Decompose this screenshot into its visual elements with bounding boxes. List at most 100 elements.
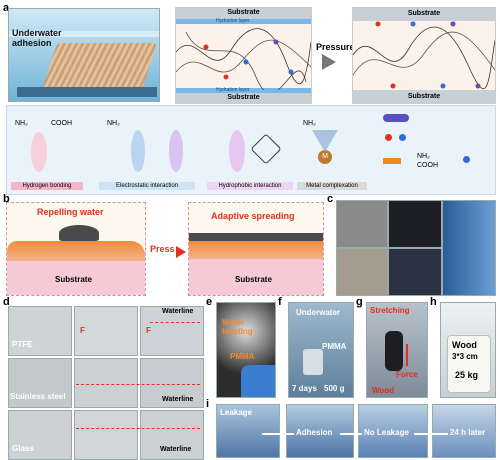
substrate-slab (17, 87, 157, 97)
leaf-photo-dark (388, 200, 442, 248)
steel-photo-2 (74, 358, 138, 408)
stretching-photo (366, 302, 428, 398)
step-arrow-2 (340, 433, 362, 435)
substrate-label-after-bottom: Substrate (407, 93, 441, 100)
repelling-water-label: Repelling water (37, 207, 104, 217)
size-label-h: 3*3 cm (452, 352, 478, 361)
days-label: 7 days (292, 384, 317, 393)
leaf-photo-gray-2 (336, 248, 388, 296)
h-bond-ellipse (31, 132, 47, 172)
panel-b-before: Repelling water Substrate (6, 202, 146, 296)
ptfe-photo-3 (140, 306, 204, 356)
water-molecule-icon (463, 156, 470, 163)
orange-layer (7, 241, 145, 261)
pressure-arrow (322, 54, 336, 70)
top-substrate-after (353, 8, 495, 21)
row-label-ptfe: PTFE (12, 340, 33, 349)
panel-label-d: d (3, 296, 10, 308)
underwater-hanging-photo (288, 302, 354, 398)
wood-label-h: Wood (452, 340, 477, 350)
leakage-photo-1 (216, 404, 280, 458)
force-arrow (406, 344, 408, 366)
interactions-strip: NH₂ COOH NH₂ NH₂ M NH₂ COOH Hydrogen bon… (6, 105, 496, 195)
stretching-label: Stretching (370, 306, 410, 315)
panel-label-g: g (356, 296, 363, 308)
adhesion-schematic-after: Substrate Substrate (352, 7, 496, 104)
panel-label-h: h (430, 296, 437, 308)
pentagon-ring-icon (250, 133, 282, 165)
mass-label-h: 25 kg (455, 370, 479, 380)
panel-label-e: e (206, 296, 213, 308)
step-arrow-1 (262, 433, 294, 435)
metal-cone (312, 130, 338, 152)
panel-label-a: a (3, 2, 10, 14)
adaptive-spreading-label: Adaptive spreading (211, 211, 295, 221)
leaf-photo-gray (336, 200, 388, 248)
row-label-glass: Glass (12, 444, 34, 453)
panel-label-i: i (206, 398, 210, 410)
substrate-label-b2: Substrate (235, 275, 272, 284)
force-label-d1: F (80, 326, 85, 335)
underwater-adhesion-label: Underwater adhesion (12, 28, 62, 48)
waterline-label-2: Waterline (162, 396, 194, 403)
substrate-label-after-top: Substrate (407, 10, 441, 17)
steel-photo-3 (140, 358, 204, 408)
glove-hand (241, 365, 275, 397)
panel-label-f: f (278, 296, 282, 308)
row-label-steel: Stainless steel (10, 392, 66, 401)
chem-nh2-3: NH₂ (303, 120, 316, 127)
spread-adhesive-film (189, 233, 323, 241)
waterline-label-1: Waterline (162, 308, 194, 315)
polymer-chain-legend-icon (383, 114, 409, 122)
hanging-weight (303, 349, 323, 375)
hydration-label-bottom: Hydration layer (216, 87, 250, 93)
wood-label-g: Wood (372, 386, 395, 395)
panel-label-c: c (327, 193, 334, 205)
substrate-label-b1: Substrate (55, 275, 92, 284)
press-arrow (176, 246, 186, 258)
ptfe-photo-2 (74, 306, 138, 356)
jerrycan-body (447, 335, 491, 393)
step-arrow-3 (414, 433, 448, 435)
jerrycan-photo (440, 302, 496, 398)
electrostatic-ellipse-2 (169, 130, 183, 172)
chem-nh2-1: NH₂ (15, 120, 28, 127)
waterline-label-3: Waterline (160, 446, 192, 453)
pressure-label: Pressure (316, 42, 355, 52)
ptfe-photo-1 (8, 306, 72, 356)
glass-photo-3 (140, 410, 204, 460)
adhesive-ribbon (40, 43, 158, 93)
underwater-label: Underwater (296, 308, 341, 317)
substrate-label-top: Substrate (227, 9, 260, 16)
top-substrate (176, 8, 311, 19)
underwater-adhesion-illustration (8, 8, 160, 102)
water-blasting-label: Water blasting (222, 318, 253, 336)
stretched-adhesive (385, 331, 403, 371)
substrate-label-bottom: Substrate (227, 94, 260, 101)
step-24h-later: 24 h later (450, 428, 486, 437)
electrostatic-chip: Electrostatic interaction (99, 182, 195, 190)
blue-spike-photo (442, 200, 496, 296)
chem-nh2-2: NH₂ (107, 120, 120, 127)
step-leakage: Leakage (220, 408, 253, 417)
leaf-photo-dark-2 (388, 248, 442, 296)
chem-cooh-1: COOH (51, 120, 72, 127)
pink-substrate (7, 261, 145, 295)
water-surface-wave (9, 31, 159, 37)
step-adhesion: Adhesion (296, 428, 333, 437)
legend-cooh: COOH (417, 162, 438, 169)
pink-substrate-after (189, 259, 323, 295)
hydrogen-bonding-chip: Hydrogen bonding (11, 182, 83, 190)
top-hydration-layer (176, 19, 311, 24)
legend-nh2: NH₂ (417, 153, 430, 160)
glass-photo-1 (8, 410, 72, 460)
press-label: Press (150, 244, 175, 254)
orange-bar-legend-icon (383, 158, 401, 164)
metal-complexation-chip: Metal complexation (297, 182, 367, 190)
hydrophobic-ellipse (229, 130, 245, 172)
force-label-d2: F (146, 326, 151, 335)
polymer-chains-compressed (353, 21, 495, 90)
metal-ion-icon: M (318, 150, 332, 164)
hydrophobic-chip: Hydrophobic interaction (207, 182, 293, 190)
panel-label-b: b (3, 193, 10, 205)
